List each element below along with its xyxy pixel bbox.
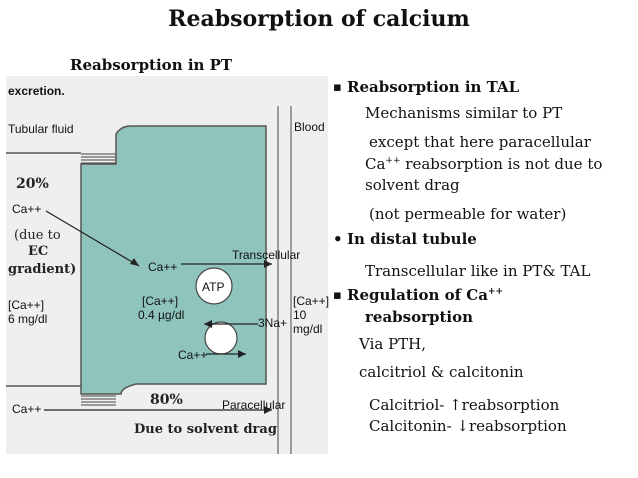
ca-conc-blood-1: [Ca++] [293, 294, 330, 308]
regulation-heading-2: reabsorption [365, 308, 474, 326]
calcitonin-line: Calcitonin- ↓reabsorption [369, 417, 567, 435]
sodium-label: 3Na+ [258, 316, 288, 330]
paracellular-label: Paracellular [222, 398, 286, 412]
tal-heading: Reabsorption in TAL [347, 78, 520, 96]
ca-exchanger-label: Ca++ [178, 348, 208, 362]
percent-20-label: 20% [16, 176, 49, 192]
distal-line-1: Transcellular like in PT& TAL [365, 262, 591, 280]
square-bullet-icon-2: ▪ [333, 288, 342, 303]
ca-lumen-top-label: Ca++ [12, 202, 42, 216]
regulation-heading: Regulation of Ca++ [347, 286, 504, 304]
ca-conc-lumen-1: [Ca++] [8, 298, 45, 312]
tal-line-2: except that here paracellular [369, 133, 591, 151]
distal-heading: In distal tubule [347, 230, 477, 248]
blood-label: Blood [294, 120, 325, 134]
excretion-label: excretion. [8, 84, 65, 98]
diagram-svg [6, 106, 292, 454]
slide-title: Reabsorption of calcium [168, 6, 470, 32]
due-to-ec-line2: EC [28, 244, 49, 259]
figure-subtitle: Reabsorption in PT [70, 56, 233, 74]
round-bullet-icon: • [333, 230, 343, 248]
square-bullet-icon: ▪ [333, 80, 342, 95]
ca-conc-cell-1: [Ca++] [142, 294, 179, 308]
tal-line-4: solvent drag [365, 176, 460, 194]
transcellular-label: Transcellular [232, 248, 301, 262]
reabsorption-diagram: excretion. Tubular fluid Blood 20% Ca++ … [6, 76, 330, 454]
atp-pump-icon [195, 267, 233, 305]
ca-lumen-bottom-label: Ca++ [12, 402, 42, 416]
tal-line-5: (not permeable for water) [369, 205, 567, 223]
calcitriol-line: Calcitriol- ↑reabsorption [369, 396, 560, 414]
ca-conc-lumen-2: 6 mg/dl [8, 312, 48, 326]
due-to-ec-line1: (due to [14, 228, 61, 243]
percent-80-label: 80% [150, 392, 183, 408]
atp-label: ATP [202, 280, 225, 294]
tal-line-3: Ca++ reabsorption is not due to [365, 155, 603, 173]
ca-conc-cell-2: 0.4 µg/dl [138, 308, 185, 322]
regulation-line-2: calcitriol & calcitonin [359, 363, 524, 381]
ca-cell-label: Ca++ [148, 260, 178, 274]
tubular-fluid-label: Tubular fluid [8, 122, 74, 136]
regulation-line-1: Via PTH, [359, 335, 427, 353]
ca-conc-blood-2: 10 mg/dl [293, 308, 323, 336]
due-to-ec-line3: gradient) [8, 262, 77, 277]
tal-line-1: Mechanisms similar to PT [365, 104, 563, 122]
solvent-drag-label: Due to solvent drag [134, 422, 277, 437]
